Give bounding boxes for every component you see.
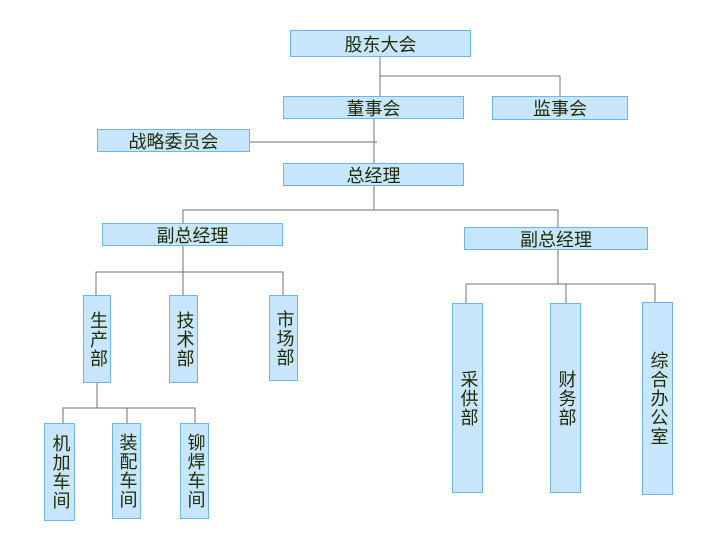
- node-strategy-committee: 战略委员会: [97, 129, 250, 153]
- node-general-manager: 总经理: [283, 163, 464, 187]
- node-supervisors: 监事会: [492, 96, 628, 120]
- connector: [380, 75, 561, 96]
- node-technology: 技术部: [169, 295, 198, 383]
- connector: [182, 209, 559, 227]
- node-procurement: 采供部: [452, 303, 483, 493]
- node-machining: 机加车间: [44, 423, 75, 521]
- node-vp-left: 副总经理: [102, 223, 283, 247]
- node-shareholders: 股东大会: [290, 30, 471, 57]
- node-vp-right: 副总经理: [464, 227, 648, 251]
- node-board: 董事会: [283, 96, 464, 120]
- connector: [465, 283, 656, 303]
- node-welding: 铆焊车间: [180, 423, 209, 519]
- connector: [62, 407, 196, 423]
- node-production: 生产部: [83, 295, 111, 383]
- connector: [95, 271, 284, 295]
- node-general-office: 综合办公室: [642, 302, 673, 495]
- node-marketing: 市场部: [269, 295, 298, 381]
- node-finance: 财务部: [550, 303, 581, 493]
- node-assembly: 装配车间: [112, 423, 141, 519]
